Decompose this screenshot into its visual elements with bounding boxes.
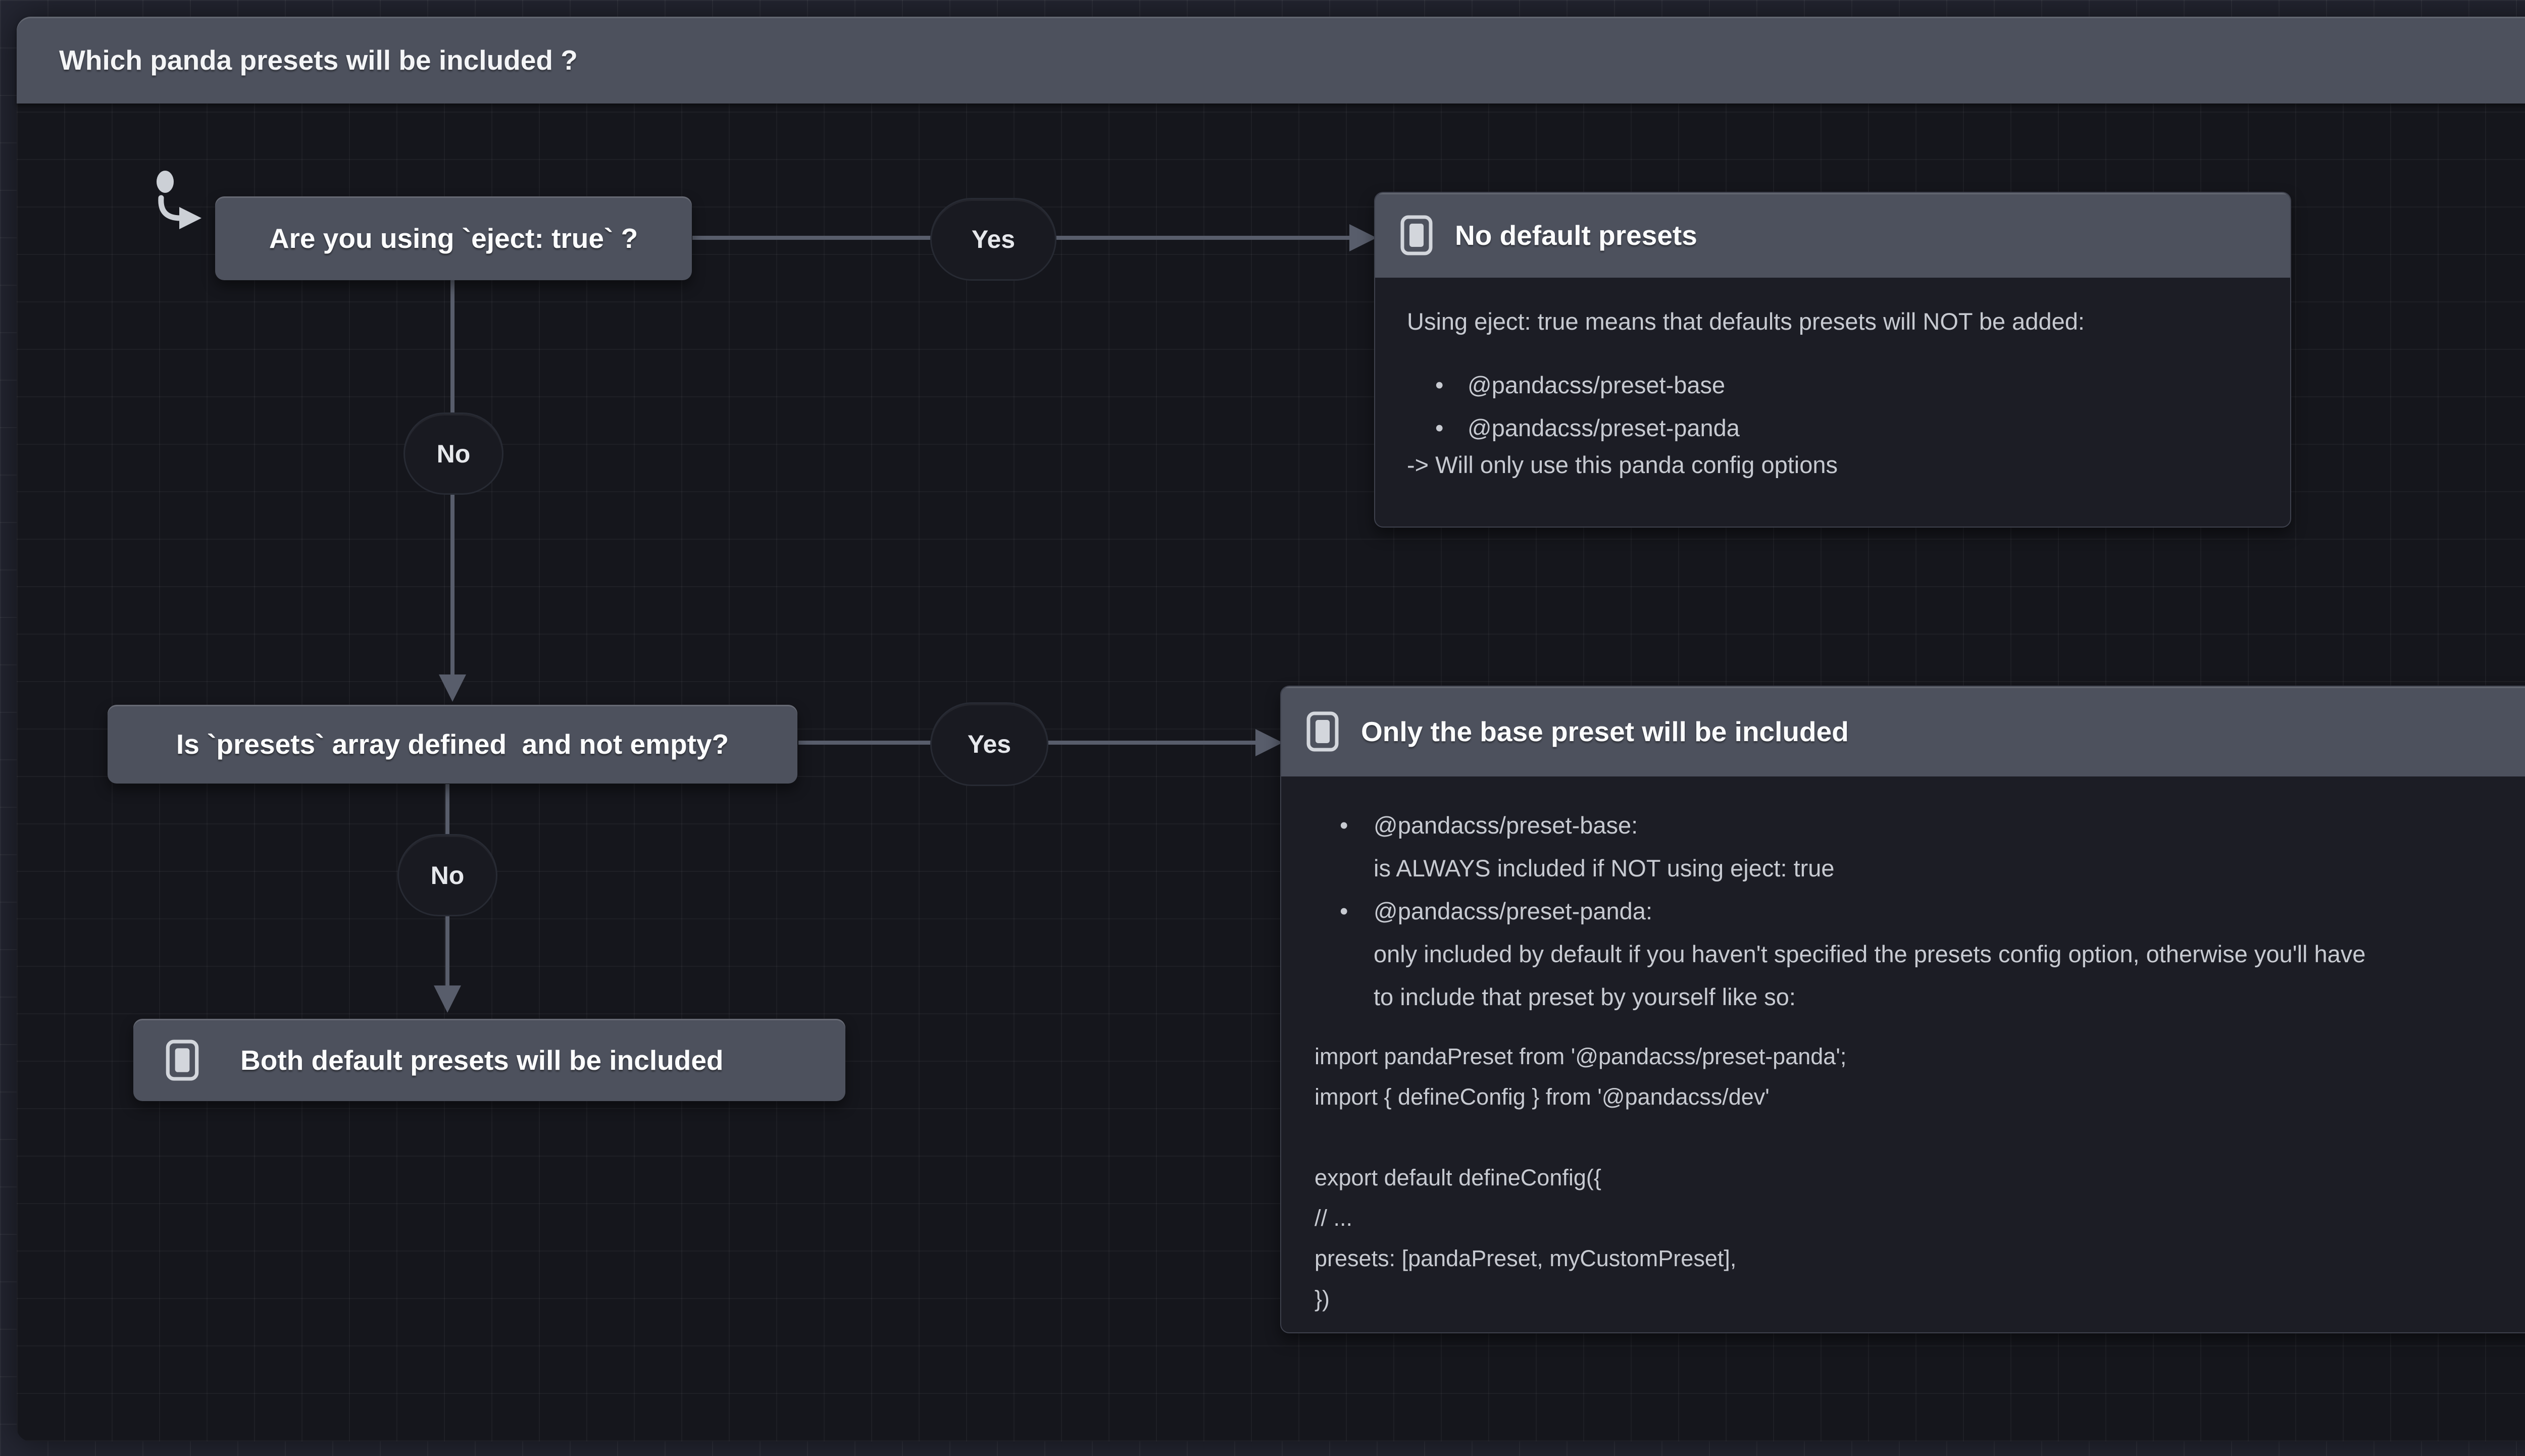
arrowhead-down-icon [439,674,466,702]
card-title: Only the base preset will be included [1361,716,1849,747]
list-item: @pandacss/preset-panda: [1315,890,2525,932]
edge-label-yes-2[interactable]: Yes [930,702,1048,786]
card-outro-text: -> Will only use this panda config optio… [1407,451,1838,478]
node-result-both-presets[interactable]: Both default presets will be included [133,1019,845,1101]
arrowhead-down-icon [434,985,461,1013]
edge-label-yes-1[interactable]: Yes [930,198,1056,281]
edge-label-text: No [436,439,471,468]
node-question-eject[interactable]: Are you using `eject: true` ? [215,196,692,280]
node-label: Are you using `eject: true` ? [269,223,638,254]
list-item: @pandacss/preset-panda [1407,406,2260,449]
card-icon [1400,215,1433,255]
list-item: @pandacss/preset-base: [1315,804,2525,847]
card-icon [166,1039,199,1080]
code-line: presets: [pandaPreset, myCustomPreset], [1315,1245,1737,1271]
card-header: Only the base preset will be included [1281,687,2525,776]
edge-label-text: Yes [967,730,1012,758]
arrowhead-right-icon [1255,729,1283,756]
card-title: No default presets [1455,220,1697,251]
edge-label-text: No [430,861,465,890]
card-body: @pandacss/preset-base: is ALWAYS include… [1281,776,2525,1319]
cursor-click-icon [157,171,201,229]
node-label: Is `presets` array defined and not empty… [176,729,729,760]
code-line: }) [1315,1286,1330,1312]
arrowhead-right-icon [1349,224,1377,251]
list-item-continuation: only included by default if you haven't … [1374,941,2366,967]
code-line: import pandaPreset from '@pandacss/prese… [1315,1044,1847,1069]
code-line: export default defineConfig({ [1315,1165,1601,1190]
card-only-base-preset[interactable]: Only the base preset will be included @p… [1280,686,2525,1333]
card-no-default-presets[interactable]: No default presets Using eject: true mea… [1374,192,2291,528]
card-intro-text: Using eject: true means that defaults pr… [1407,308,2085,335]
edge-label-text: Yes [971,225,1016,253]
card-body: Using eject: true means that defaults pr… [1375,278,2290,481]
node-question-presets-array[interactable]: Is `presets` array defined and not empty… [108,705,797,784]
code-snippet: import pandaPreset from '@pandacss/prese… [1315,1036,2525,1319]
card-header: No default presets [1375,193,2290,278]
edge-label-no-1[interactable]: No [403,412,503,495]
list-item: @pandacss/preset-base [1407,363,2260,406]
frame-title: Which panda presets will be included ? [59,44,578,76]
list-item-continuation: to include that preset by yourself like … [1374,983,1796,1010]
card-icon [1306,711,1339,752]
code-line: import { defineConfig } from '@pandacss/… [1315,1084,1770,1110]
preset-detail-list: @pandacss/preset-base: is ALWAYS include… [1315,804,2525,1018]
list-item-continuation: is ALWAYS included if NOT using eject: t… [1374,855,1835,881]
code-line: // ... [1315,1205,1353,1231]
code-line [1315,1117,2525,1158]
preset-list: @pandacss/preset-base @pandacss/preset-p… [1407,363,2260,449]
edge-label-no-2[interactable]: No [397,834,497,916]
frame-title-bar[interactable]: Which panda presets will be included ? [17,17,2525,103]
node-label: Both default presets will be included [240,1044,724,1076]
